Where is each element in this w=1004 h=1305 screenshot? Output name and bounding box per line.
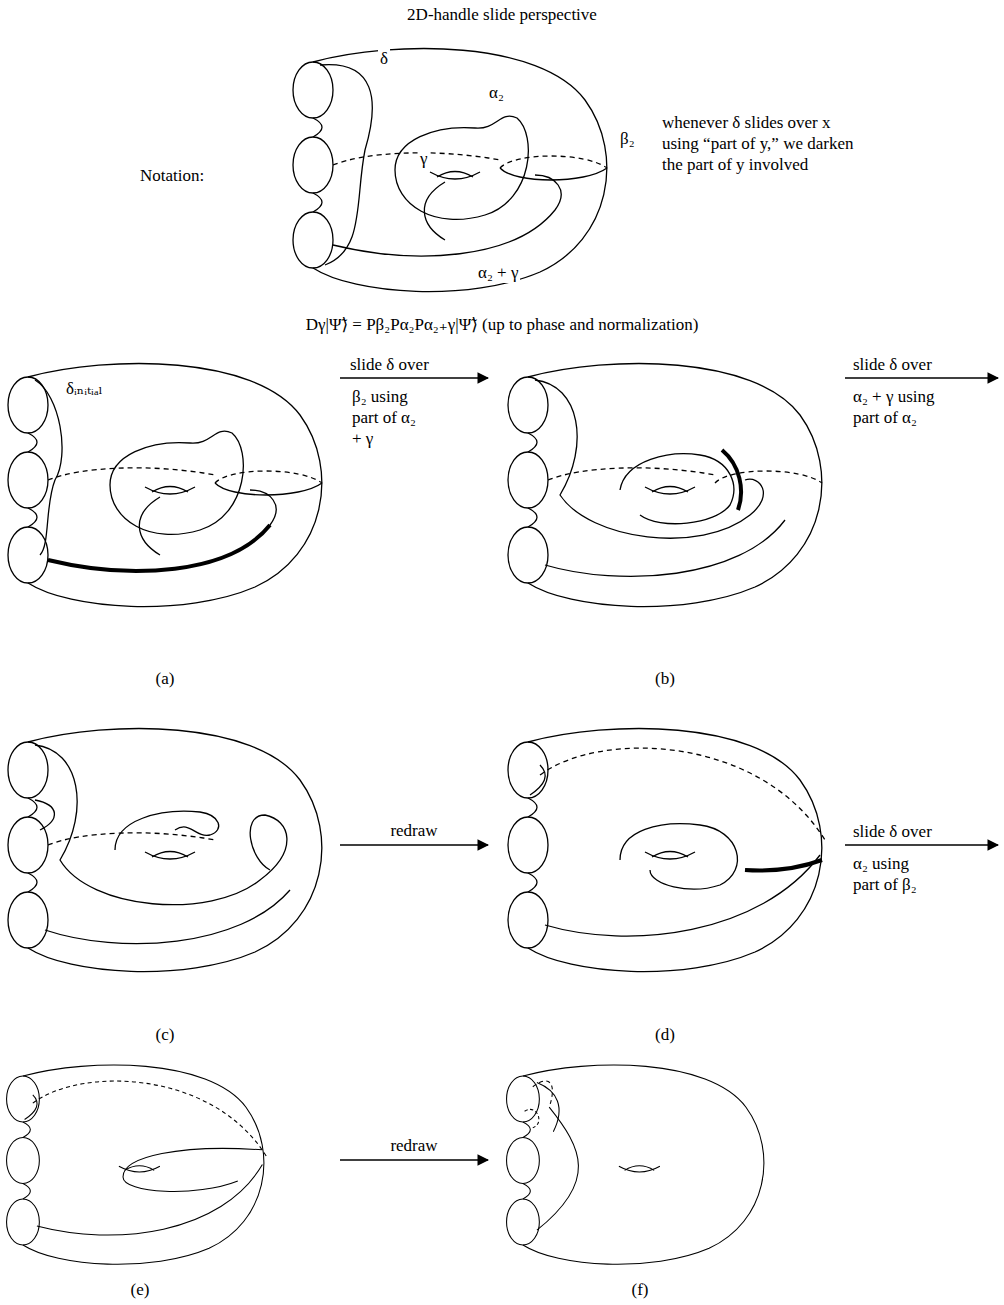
panel-label: (b): [655, 668, 675, 689]
curve-label: γ: [418, 148, 430, 169]
title: 2D-handle slide perspective: [407, 4, 597, 25]
arrow-label: α₂ + γ using part of α₂: [853, 386, 935, 428]
arrow-label: β₂ using part of α₂ + γ: [352, 386, 416, 449]
panel-c: [8, 729, 322, 972]
arrow-label: α₂ using part of β₂: [853, 853, 935, 895]
notation-label: Notation:: [140, 165, 204, 186]
panel-label: (e): [131, 1279, 150, 1300]
curve-label: α₂: [487, 82, 506, 103]
panel-a: [8, 364, 322, 607]
arrow-label: slide δ over: [350, 354, 429, 375]
panel-e: [7, 1065, 267, 1264]
panel-label: (a): [156, 668, 175, 689]
curve-label: δᵢₙᵢₜᵢₐₗ: [64, 378, 105, 399]
curve-label: α₂ + γ: [476, 262, 520, 283]
notation-surface: [293, 49, 607, 292]
panel-label: (f): [632, 1279, 649, 1300]
panel-label: (d): [655, 1024, 675, 1045]
step-arrows: [340, 378, 998, 1160]
panel-f: [507, 1065, 764, 1264]
curve-label: β₂: [620, 128, 635, 149]
arrow-label: slide δ over: [853, 821, 932, 842]
panel-d: [508, 729, 825, 972]
arrow-label: slide δ over: [853, 354, 932, 375]
arrow-label: redraw: [390, 1135, 437, 1156]
panel-b: [508, 364, 822, 607]
curve-label: δ: [378, 48, 390, 69]
note-text: whenever δ slides over x using “part of …: [662, 112, 862, 175]
arrow-label: redraw: [390, 820, 437, 841]
formula: Dγ|Ψ̃⟩ = Pβ₂Pα₂Pα₂₊γ|Ψ̃⟩ (up to phase an…: [306, 314, 699, 335]
panel-label: (c): [156, 1024, 175, 1045]
